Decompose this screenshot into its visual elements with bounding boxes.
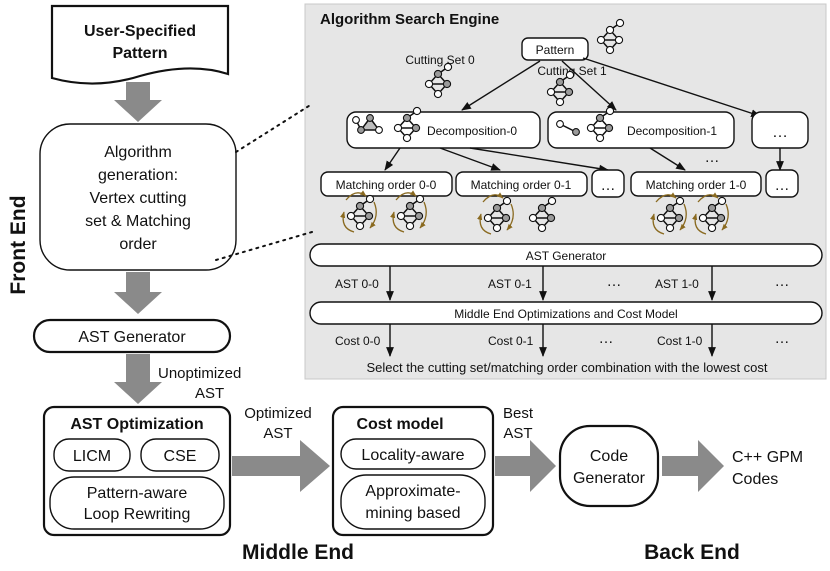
middle-end-bar (309, 301, 823, 325)
algorithm-generation-box (39, 123, 237, 271)
code-generator-line2: Generator (573, 470, 646, 487)
decomposition-0-box (346, 111, 541, 149)
matching-order-10-box (630, 171, 762, 197)
user-pattern-line1: User-Specified (84, 23, 196, 40)
decomposition-gap-ellipsis: … (705, 149, 720, 166)
ast-00-label: AST 0-0 (335, 277, 379, 291)
ast-01-label: AST 0-1 (488, 277, 532, 291)
alg-gen-line4: set & Matching (85, 213, 191, 230)
zoom-line-bottom (215, 231, 313, 261)
pattern-aware-line2: Loop Rewriting (84, 506, 191, 523)
unoptimized-line1: Unoptimized (158, 365, 241, 382)
user-pattern-line2: Pattern (112, 45, 167, 62)
back-end-label: Back End (644, 541, 740, 564)
cse-box (140, 438, 220, 472)
cost-00-label: Cost 0-0 (335, 334, 381, 348)
matching-order-10-label: Matching order 1-0 (646, 178, 747, 192)
alg-gen-line1: Algorithm (104, 144, 172, 161)
decomposition-more-ellipsis: … (772, 124, 788, 141)
arrow-codegen-to-output (662, 440, 724, 492)
cost-gap-ellipsis: … (599, 330, 614, 347)
best-line1: Best (503, 405, 534, 422)
search-engine-title: Algorithm Search Engine (320, 11, 499, 28)
output-line2: Codes (732, 471, 778, 488)
ast-gap-ellipsis: … (607, 273, 622, 290)
ast-more-ellipsis: … (775, 273, 790, 290)
arrow-ast-to-opt (114, 354, 162, 404)
arrow-pattern-to-alg (114, 82, 162, 122)
matching-order-01-box (455, 171, 588, 197)
arrow-alg-to-ast (114, 272, 162, 314)
ast-generator-box (32, 318, 232, 354)
zoom-line-top (235, 103, 313, 153)
matching-order-more-ellipsis-1: … (775, 177, 790, 194)
decomposition-0-label: Decomposition-0 (427, 124, 517, 138)
ast-10-label: AST 1-0 (655, 277, 699, 291)
optimized-line1: Optimized (244, 405, 312, 422)
alg-gen-line3: Vertex cutting (90, 190, 187, 207)
alg-gen-line5: order (119, 236, 157, 253)
alg-gen-line2: generation: (98, 167, 178, 184)
output-line1: C++ GPM (732, 449, 803, 466)
approximate-line2: mining based (365, 505, 460, 522)
ast-optimization-title: AST Optimization (70, 416, 203, 433)
arrow-cost-to-codegen (495, 440, 556, 492)
approximate-line1: Approximate- (365, 483, 460, 500)
unoptimized-line2: AST (195, 385, 224, 402)
se-ast-generator-label: AST Generator (526, 249, 606, 263)
ast-generator-label: AST Generator (78, 329, 186, 346)
matching-order-more-ellipsis-0: … (601, 177, 616, 194)
select-lowest-cost: Select the cutting set/matching order co… (366, 360, 767, 375)
code-generator-box (558, 424, 660, 508)
optimized-line2: AST (263, 425, 292, 442)
decomposition-1-label: Decomposition-1 (627, 124, 717, 138)
decomposition-1-box (547, 111, 735, 149)
cse-label: CSE (164, 448, 197, 465)
middle-end-bar-label: Middle End Optimizations and Cost Model (454, 307, 677, 321)
cutting-set-0-label: Cutting Set 0 (405, 53, 475, 67)
locality-aware-box (340, 438, 486, 470)
matching-order-00-box (320, 171, 453, 197)
cost-01-label: Cost 0-1 (488, 334, 534, 348)
matching-order-more-box-0 (591, 169, 625, 198)
cost-more-ellipsis: … (775, 330, 790, 347)
locality-aware-label: Locality-aware (361, 447, 464, 464)
front-end-label: Front End (7, 195, 30, 294)
matching-order-more-box-1 (765, 169, 799, 198)
se-ast-generator-bar (309, 243, 823, 267)
arrow-opt-to-cost (232, 440, 330, 492)
matching-order-00-label: Matching order 0-0 (336, 178, 437, 192)
best-line2: AST (503, 425, 532, 442)
licm-label: LICM (73, 448, 111, 465)
pattern-aware-line1: Pattern-aware (87, 485, 188, 502)
pattern-label: Pattern (536, 43, 575, 57)
pattern-aware-box (49, 476, 225, 530)
matching-order-01-label: Matching order 0-1 (471, 178, 572, 192)
pattern-box (521, 37, 589, 61)
cost-model-title: Cost model (356, 416, 443, 433)
middle-end-label: Middle End (242, 541, 354, 564)
code-generator-line1: Code (590, 448, 628, 465)
approximate-box (340, 474, 486, 530)
cost-10-label: Cost 1-0 (657, 334, 703, 348)
licm-box (53, 438, 131, 472)
user-pattern-doc (50, 4, 230, 85)
